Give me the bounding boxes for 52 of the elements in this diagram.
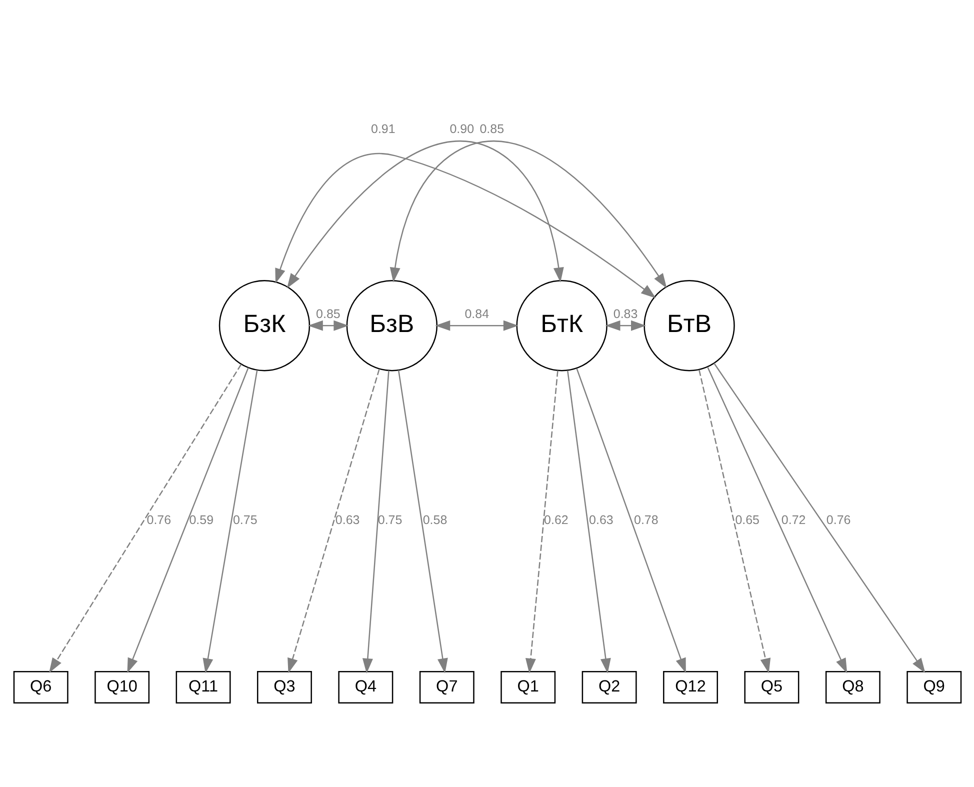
arrow bbox=[713, 362, 925, 673]
edge-label: 0.58 bbox=[422, 512, 447, 527]
arrow bbox=[202, 370, 258, 673]
arrow bbox=[524, 370, 558, 673]
node-circle: БзК bbox=[218, 280, 310, 371]
edge-label: 0.75 bbox=[232, 512, 257, 527]
node-box: Q12 bbox=[662, 670, 718, 704]
node-box: Q6 bbox=[12, 670, 68, 704]
node-box: Q7 bbox=[418, 670, 474, 704]
node-circle: БтВ bbox=[643, 280, 734, 371]
arrow bbox=[389, 140, 666, 288]
edge-label: 0.83 bbox=[612, 306, 638, 321]
node-box: Q5 bbox=[744, 670, 799, 704]
edge-label: 0.76 bbox=[826, 512, 850, 527]
node-circle: БзВ bbox=[346, 280, 438, 371]
arrow bbox=[274, 152, 656, 298]
arrow bbox=[48, 363, 242, 672]
edge-label: 0.76 bbox=[146, 512, 171, 527]
arrow bbox=[397, 370, 448, 673]
edge-label: 0.65 bbox=[734, 512, 760, 527]
edge-label: 0.85 bbox=[316, 306, 340, 321]
edge-label: 0.59 bbox=[188, 512, 214, 527]
node-box: Q8 bbox=[824, 670, 880, 704]
edge-label: 0.90 bbox=[449, 122, 474, 136]
node-box: Q2 bbox=[581, 670, 636, 704]
edge-label: 0.63 bbox=[334, 512, 360, 527]
arrow bbox=[576, 368, 686, 673]
node-box: Q1 bbox=[500, 670, 556, 704]
node-box: Q10 bbox=[94, 670, 150, 704]
node-circle: БтК bbox=[516, 280, 607, 371]
node-box: Q11 bbox=[175, 670, 230, 704]
node-box: Q9 bbox=[906, 670, 962, 704]
arrow bbox=[307, 320, 348, 330]
edge-label: 0.75 bbox=[377, 512, 402, 527]
node-box: Q3 bbox=[256, 670, 312, 704]
arrow bbox=[698, 369, 770, 673]
edge-label: 0.63 bbox=[588, 512, 613, 527]
edge-label: 0.85 bbox=[479, 122, 504, 136]
arrow bbox=[126, 366, 248, 673]
arrow bbox=[286, 140, 564, 288]
edge-label: 0.91 bbox=[370, 122, 395, 136]
arrow bbox=[566, 370, 610, 673]
arrow bbox=[604, 320, 646, 330]
arrow bbox=[706, 366, 847, 673]
arrow bbox=[362, 370, 389, 673]
arrow bbox=[287, 368, 380, 673]
edge-label: 0.84 bbox=[464, 306, 489, 321]
arrow bbox=[434, 320, 518, 330]
edge-label: 0.78 bbox=[634, 512, 658, 527]
edge-label: 0.62 bbox=[544, 512, 568, 527]
node-box: Q4 bbox=[338, 670, 393, 704]
edge-label: 0.72 bbox=[780, 512, 806, 527]
